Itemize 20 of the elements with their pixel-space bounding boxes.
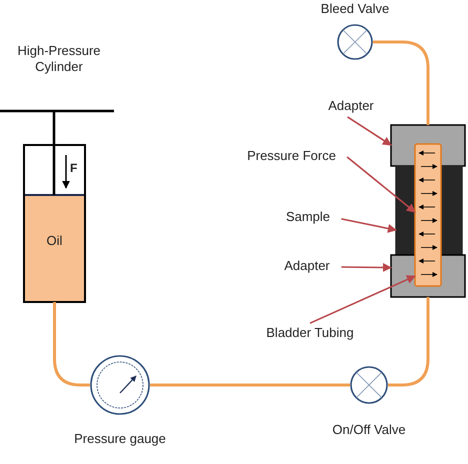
gauge-label: Pressure gauge: [73, 431, 167, 447]
part-label: Pressure Force: [246, 148, 337, 164]
part-label: Bladder Tubing: [265, 325, 355, 341]
leader-arrow: [347, 116, 392, 146]
leader-arrow: [341, 218, 397, 233]
tubing-line: [388, 297, 430, 386]
leader-arrow: [346, 156, 416, 213]
force-label: F: [70, 160, 78, 176]
valve-label: On/Off Valve: [331, 422, 407, 438]
cylinder-heading: High-Pressure Cylinder: [16, 43, 102, 75]
leader-arrow: [341, 263, 392, 272]
tubing-line: [150, 384, 350, 386]
valve-label: Bleed Valve: [320, 1, 390, 17]
part-label: Adapter: [327, 98, 375, 114]
tubing-line: [373, 40, 430, 125]
part-label: Adapter: [283, 258, 331, 274]
oil-label: Oil: [46, 233, 64, 249]
tubing-line: [53, 302, 90, 386]
part-label: Sample: [284, 209, 332, 225]
leader-arrow: [310, 275, 416, 324]
